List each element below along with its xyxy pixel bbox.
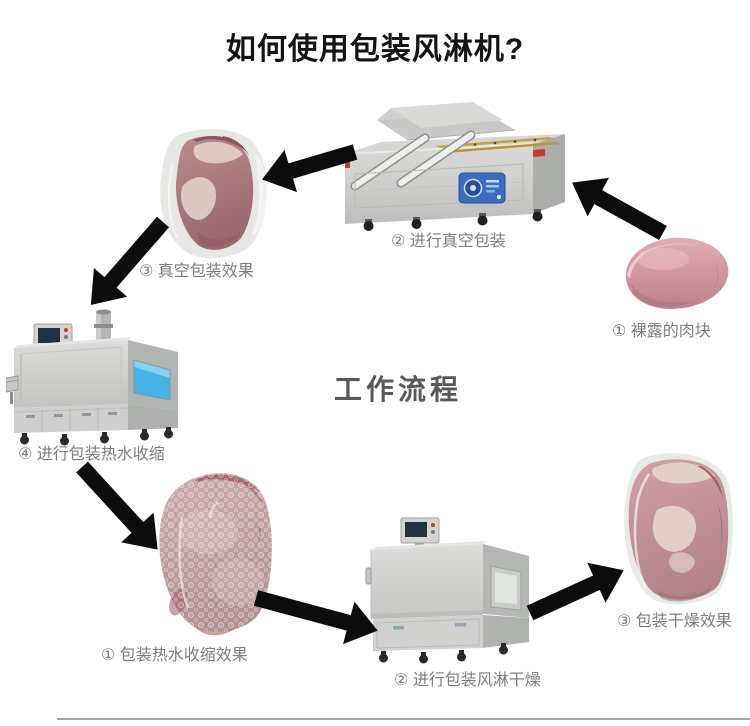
vacuum-machine-icon	[344, 102, 565, 231]
vacuum-packed-meat-icon	[160, 129, 267, 259]
air-shower-machine-icon	[365, 517, 529, 664]
step-label-hot-water-shrink: ④ 进行包装热水收缩	[18, 446, 165, 463]
vacuum-packaging-machine-image	[337, 88, 569, 237]
step-label-vacuum-packing: ② 进行真空包装	[391, 233, 506, 250]
shrink-wrapped-meat-icon	[159, 473, 272, 636]
step-label-drying-result: ③ 包装干燥效果	[617, 613, 732, 630]
raw-meat-icon	[625, 237, 729, 309]
dried-meat-image	[613, 450, 743, 613]
shrink-machine-icon	[5, 309, 178, 446]
page-title: 如何使用包装风淋机?	[225, 33, 525, 66]
dried-meat-icon	[624, 453, 733, 605]
bottom-divider	[57, 718, 750, 720]
air-shower-machine-image	[363, 510, 537, 669]
raw-meat-image	[617, 231, 733, 320]
step-label-shrink-result: ① 包装热水收缩效果	[101, 647, 248, 664]
vacuum-packed-meat-image	[153, 124, 283, 267]
step-label-vacuum-result: ③ 真空包装效果	[139, 263, 254, 280]
shrink-wrapped-meat-image	[148, 462, 290, 643]
shrink-machine-image	[5, 306, 194, 451]
section-title: 工作流程	[334, 374, 463, 405]
step-label-raw-meat: ① 裸露的肉块	[612, 323, 711, 340]
step-label-air-shower-drying: ② 进行包装风淋干燥	[394, 672, 541, 689]
